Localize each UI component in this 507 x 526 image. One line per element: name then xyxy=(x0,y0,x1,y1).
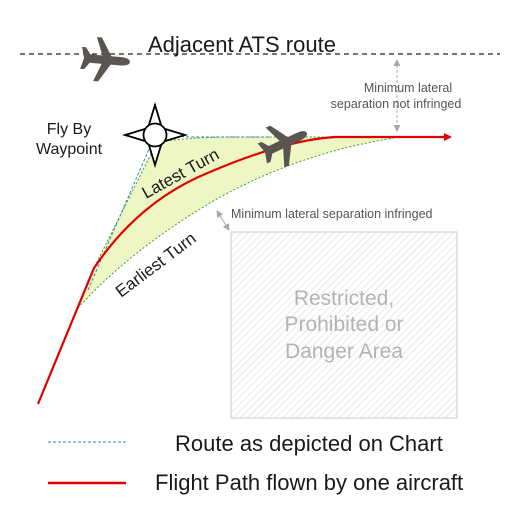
separation-infringed-arrow xyxy=(216,210,230,231)
restricted-area xyxy=(230,231,458,419)
legend-flight-path-label: Flight Path flown by one aircraft xyxy=(155,470,463,495)
sep-not-infringed-label-line2: separation not infringed xyxy=(331,97,462,111)
legend-route-label: Route as depicted on Chart xyxy=(175,431,443,456)
adjacent-route-label: Adjacent ATS route xyxy=(148,32,336,57)
fly-by-label-line1: Fly By xyxy=(47,121,91,138)
sep-infringed-label: Minimum lateral separation infringed xyxy=(231,207,433,221)
fly-by-label-line2: Waypoint xyxy=(36,141,103,158)
airplane-icon xyxy=(79,35,132,85)
fly-by-waypoint-icon xyxy=(121,101,189,169)
turn-area xyxy=(78,137,400,308)
area-label-line2: Prohibited or xyxy=(284,313,403,336)
area-label-line1: Restricted, xyxy=(294,287,394,310)
area-label-line3: Danger Area xyxy=(285,340,403,363)
flight-path xyxy=(36,133,452,405)
sep-not-infringed-label-line1: Minimum lateral xyxy=(364,81,452,95)
